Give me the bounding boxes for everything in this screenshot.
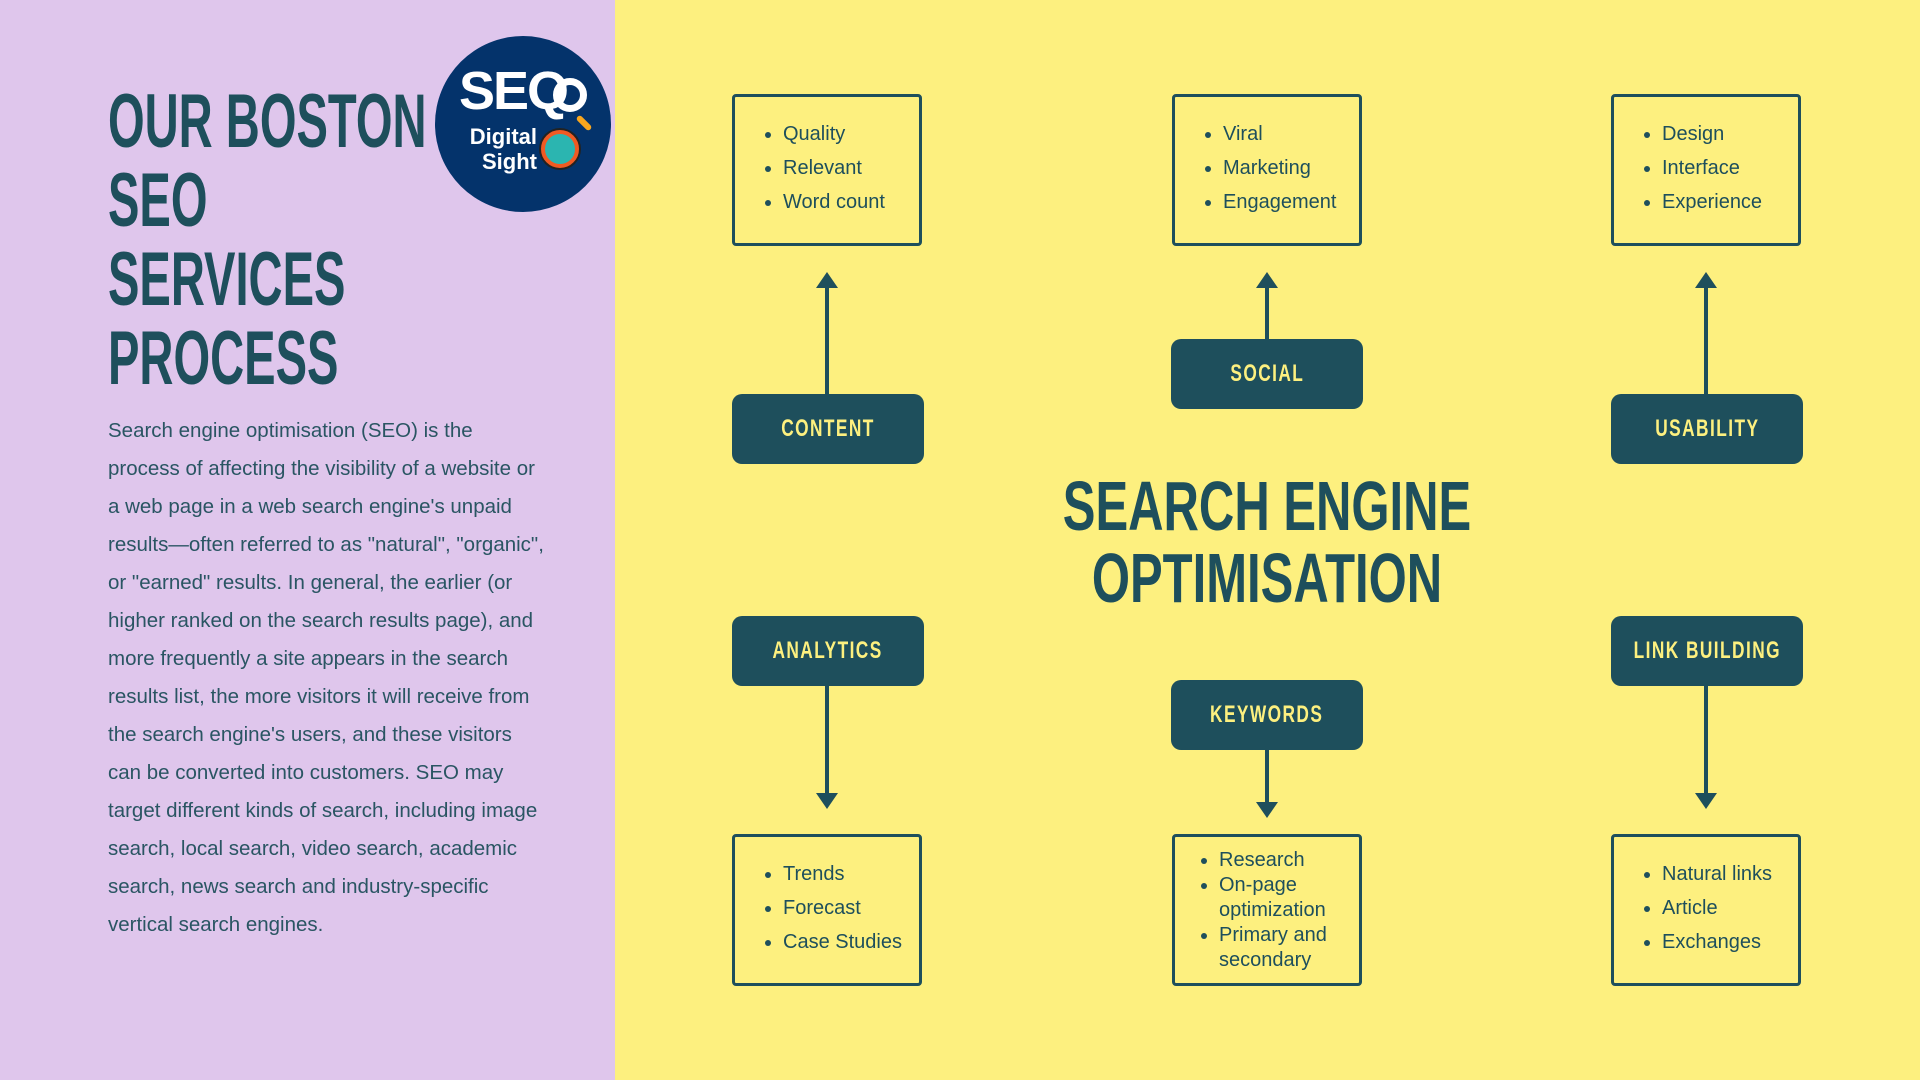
page-title: OUR BOSTON SEO SERVICES PROCESS	[108, 82, 622, 398]
keywords-items-box: Research On-page optimization Primary an…	[1172, 834, 1362, 986]
usability-node: USABILITY	[1611, 394, 1803, 464]
usability-items-box: Design Interface Experience	[1611, 94, 1801, 246]
node-label: KEYWORDS	[1210, 701, 1324, 728]
list-item: Interface	[1662, 151, 1762, 185]
list-item: Primary and secondary	[1219, 923, 1339, 973]
left-panel: OUR BOSTON SEO SERVICES PROCESS SEQ Digi…	[0, 0, 615, 1080]
connector	[1265, 286, 1269, 340]
social-items-box: Viral Marketing Engagement	[1172, 94, 1362, 246]
list-item: Engagement	[1223, 185, 1336, 219]
list-item: On-page optimization	[1219, 873, 1339, 923]
list-item: Marketing	[1223, 151, 1336, 185]
link-building-items-box: Natural links Article Exchanges	[1611, 834, 1801, 986]
magnifier-handle-icon	[575, 114, 593, 132]
link-building-node: LINK BUILDING	[1611, 616, 1803, 686]
arrow-up-icon	[816, 272, 838, 288]
list-item: Word count	[783, 185, 885, 219]
title-line: PROCESS	[108, 316, 339, 401]
analytics-items-box: Trends Forecast Case Studies	[732, 834, 922, 986]
center-title-line: SEARCH ENGINE	[1062, 467, 1472, 545]
list-item: Natural links	[1662, 857, 1772, 891]
list-item: Exchanges	[1662, 925, 1772, 959]
arrow-up-icon	[1695, 272, 1717, 288]
title-line: SEO	[108, 158, 208, 243]
list-item: Article	[1662, 891, 1772, 925]
keywords-node: KEYWORDS	[1171, 680, 1363, 750]
list-item: Trends	[783, 857, 902, 891]
node-label: CONTENT	[781, 415, 875, 442]
connector	[825, 286, 829, 394]
description: Search engine optimisation (SEO) is the …	[108, 419, 544, 936]
magnifier-icon	[553, 78, 587, 112]
connector	[1265, 749, 1269, 805]
social-node: SOCIAL	[1171, 339, 1363, 409]
connector	[1704, 686, 1708, 796]
center-title-line: OPTIMISATION	[1091, 539, 1443, 617]
arrow-up-icon	[1256, 272, 1278, 288]
list-item: Research	[1219, 848, 1339, 873]
diagram-center-title: SEARCH ENGINE OPTIMISATION	[917, 470, 1617, 614]
connector	[825, 686, 829, 796]
diagram-panel	[615, 0, 1920, 1080]
arrow-down-icon	[1256, 802, 1278, 818]
arrow-down-icon	[1695, 793, 1717, 809]
arrow-down-icon	[816, 793, 838, 809]
content-items-box: Quality Relevant Word count	[732, 94, 922, 246]
list-item: Experience	[1662, 185, 1762, 219]
globe-icon	[541, 130, 579, 168]
list-item: Quality	[783, 117, 885, 151]
logo-sub2: Sight	[482, 149, 537, 174]
node-label: USABILITY	[1654, 415, 1760, 442]
title-line: SERVICES	[108, 237, 346, 322]
node-label: SOCIAL	[1230, 360, 1304, 387]
logo-text: SEQ	[459, 61, 569, 121]
list-item: Viral	[1223, 117, 1336, 151]
list-item: Design	[1662, 117, 1762, 151]
list-item: Case Studies	[783, 925, 902, 959]
connector	[1704, 286, 1708, 394]
list-item: Forecast	[783, 891, 902, 925]
node-label: LINK BUILDING	[1633, 637, 1781, 664]
content-node: CONTENT	[732, 394, 924, 464]
title-line: OUR BOSTON	[108, 79, 427, 164]
list-item: Relevant	[783, 151, 885, 185]
node-label: ANALYTICS	[772, 637, 884, 664]
logo-sub1: Digital	[469, 124, 537, 149]
analytics-node: ANALYTICS	[732, 616, 924, 686]
